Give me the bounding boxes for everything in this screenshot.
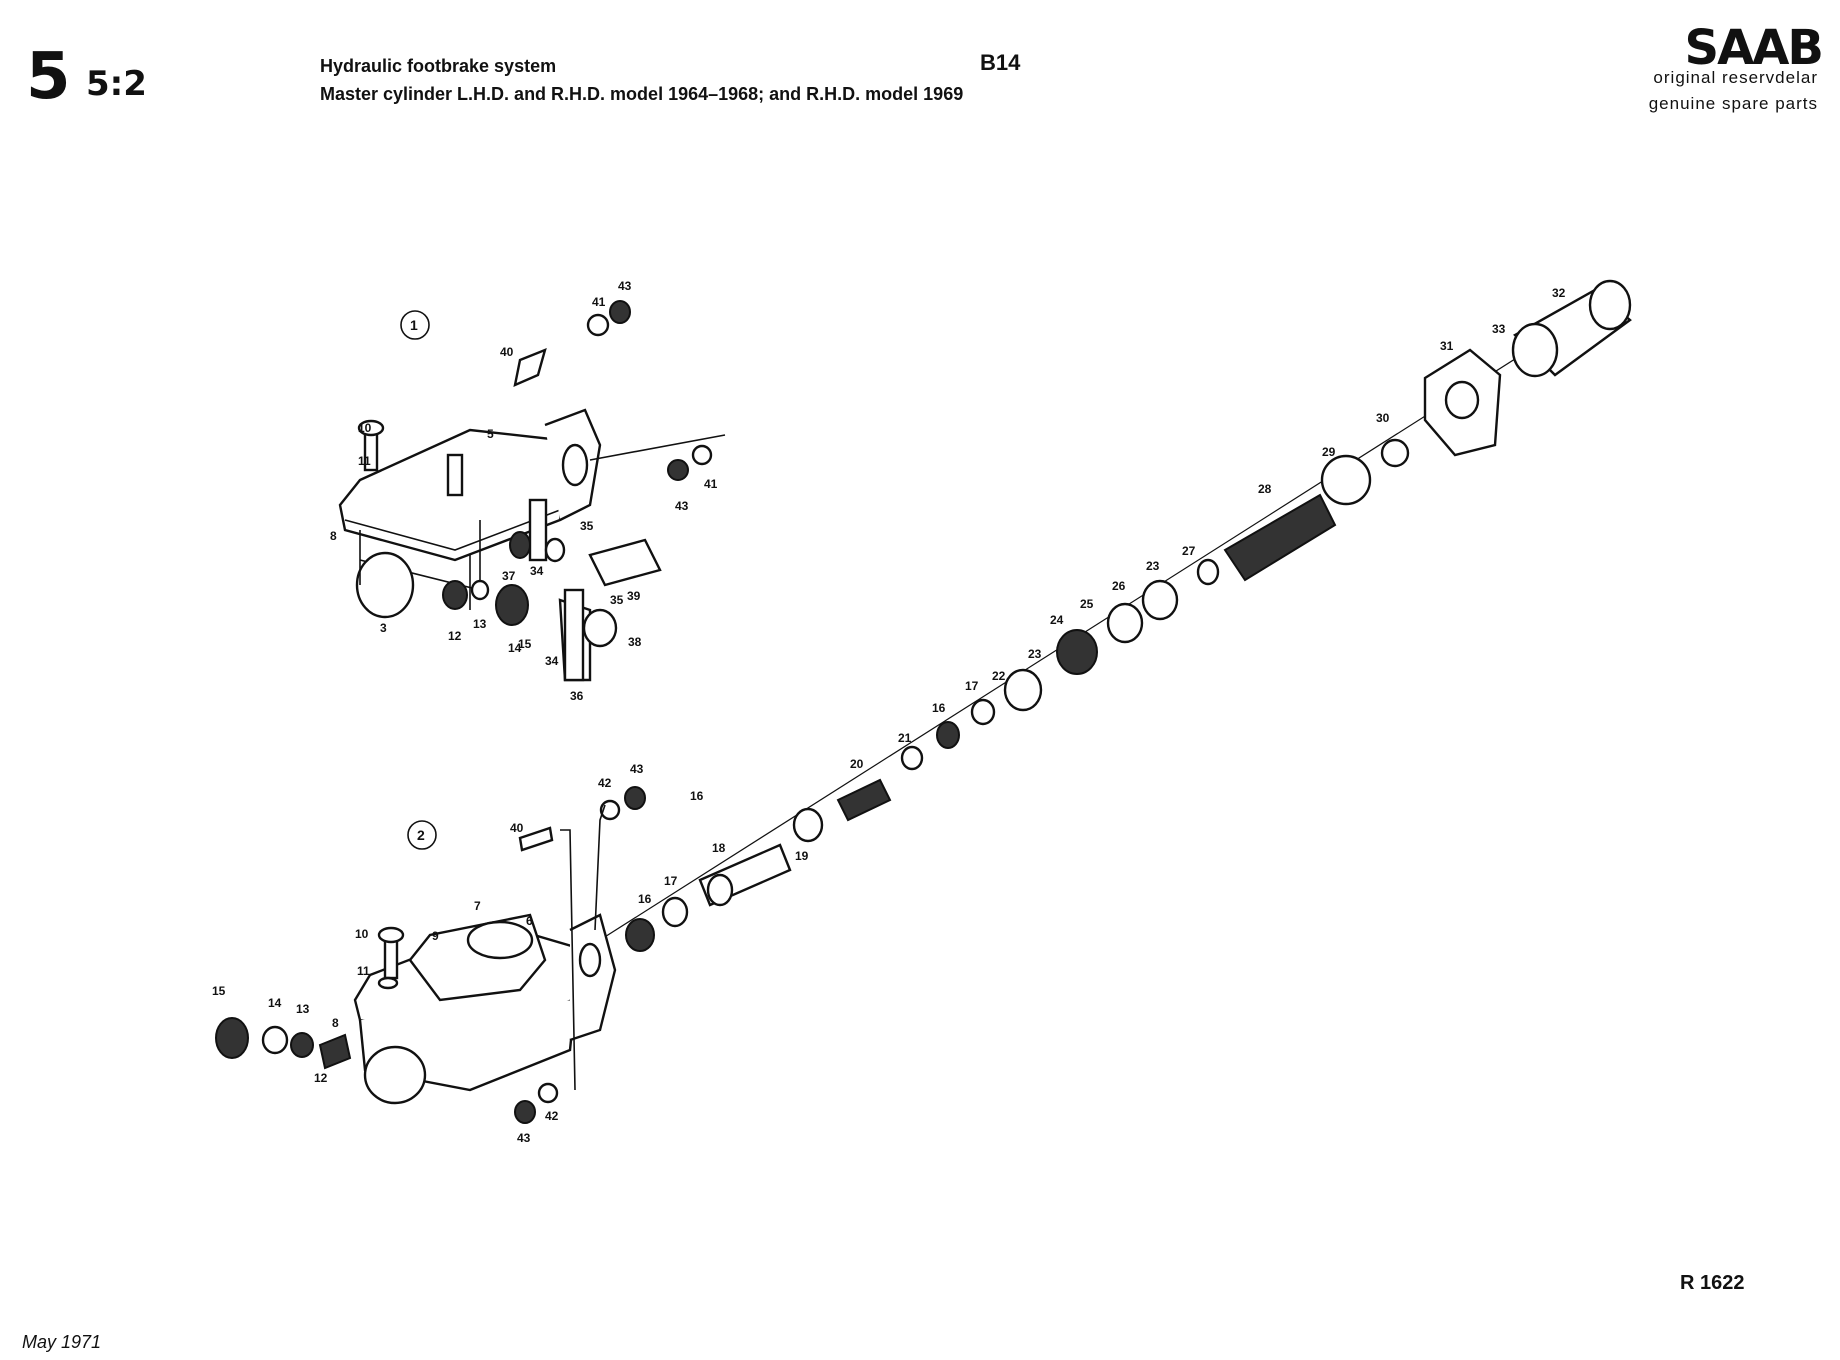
top-callout-13: 13 <box>473 617 487 631</box>
axis-callout-21: 21 <box>898 731 912 745</box>
bottom-callout-19: 19 <box>795 849 809 863</box>
inset-1-label: 1 <box>410 317 418 333</box>
axis-callout-32: 32 <box>1552 286 1566 300</box>
top-callout-43: 43 <box>675 499 689 513</box>
axis-callout-16: 16 <box>932 701 946 715</box>
bottom-callout-14: 14 <box>268 996 282 1010</box>
top-callout-40: 40 <box>500 345 514 359</box>
axis-callout-20: 20 <box>850 757 864 771</box>
top-callout-5: 5 <box>487 427 494 441</box>
drawing-reference: R 1622 <box>1680 1272 1745 1294</box>
top-callout-41: 41 <box>592 295 606 309</box>
axis-callout-23: 23 <box>1146 559 1160 573</box>
axis-callout-28: 28 <box>1258 482 1272 496</box>
axis-callout-23: 23 <box>1028 647 1042 661</box>
bottom-callout-16: 16 <box>690 789 704 803</box>
bottom-callout-11: 11 <box>357 964 370 978</box>
top-callout-36: 36 <box>570 689 584 703</box>
top-callout-8: 8 <box>330 529 337 543</box>
subsection-number: 5:2 <box>86 64 147 104</box>
bottom-callout-43: 43 <box>517 1131 531 1145</box>
top-callout-15: 15 <box>518 637 532 651</box>
bottom-callout-17: 17 <box>664 874 678 888</box>
top-callout-38: 38 <box>628 635 642 649</box>
section-number: 5 <box>26 40 71 114</box>
bottom-callout-18: 18 <box>712 841 726 855</box>
bottom-callout-15: 15 <box>212 984 226 998</box>
bottom-callout-8: 8 <box>332 1016 339 1030</box>
top-callout-34: 34 <box>530 564 544 578</box>
top-callout-12: 12 <box>448 629 462 643</box>
top-callout-37: 37 <box>502 569 516 583</box>
publication-date: May 1971 <box>22 1332 102 1352</box>
bottom-callout-16: 16 <box>638 892 652 906</box>
top-callout-39: 39 <box>627 589 641 603</box>
model-code: B14 <box>980 50 1021 75</box>
top-callout-43: 43 <box>618 279 632 293</box>
brand-tagline-swedish: original reservdelar <box>1653 68 1818 87</box>
top-callout-11: 11 <box>358 454 371 468</box>
bottom-callout-42: 42 <box>545 1109 559 1123</box>
piston-assembly <box>625 279 1632 952</box>
bottom-callout-12: 12 <box>314 1071 328 1085</box>
axis-callout-22: 22 <box>992 669 1006 683</box>
bottom-callout-10: 10 <box>355 927 369 941</box>
axis-callout-24: 24 <box>1050 613 1064 627</box>
top-callout-3: 3 <box>380 621 387 635</box>
saab-logo: SAAB <box>1684 20 1824 76</box>
inset-2-label: 2 <box>417 827 425 843</box>
brand-tagline-english: genuine spare parts <box>1648 94 1818 113</box>
axis-callout-31: 31 <box>1440 339 1454 353</box>
inset-1-marker <box>400 310 430 340</box>
inset-2-marker <box>407 820 437 850</box>
bottom-callout-43: 43 <box>630 762 644 776</box>
top-callout-34: 34 <box>545 654 559 668</box>
axis-callout-33: 33 <box>1492 322 1506 336</box>
axis-callout-25: 25 <box>1080 597 1094 611</box>
top-callout-35: 35 <box>580 519 594 533</box>
bottom-callout-13: 13 <box>296 1002 310 1016</box>
top-callout-10: 10 <box>358 421 372 435</box>
top-callout-35: 35 <box>610 593 624 607</box>
bottom-callout-7: 7 <box>474 899 481 913</box>
page-title: Hydraulic footbrake system <box>320 56 557 76</box>
top-callout-41: 41 <box>704 477 718 491</box>
bottom-callout-6: 6 <box>526 914 533 928</box>
axis-callout-17: 17 <box>965 679 979 693</box>
bottom-callout-42: 42 <box>598 776 612 790</box>
top-callout-14: 14 <box>508 641 522 655</box>
axis-callout-29: 29 <box>1322 445 1336 459</box>
page-subtitle: Master cylinder L.H.D. and R.H.D. model … <box>320 84 964 104</box>
master-cylinder-1: 1 <box>338 300 726 682</box>
axis-callout-26: 26 <box>1112 579 1126 593</box>
bottom-callout-9: 9 <box>432 929 439 943</box>
axis-callout-30: 30 <box>1376 411 1390 425</box>
bottom-callout-40: 40 <box>510 821 524 835</box>
master-cylinder-2: 2 <box>215 786 646 1124</box>
axis-callout-27: 27 <box>1182 544 1196 558</box>
